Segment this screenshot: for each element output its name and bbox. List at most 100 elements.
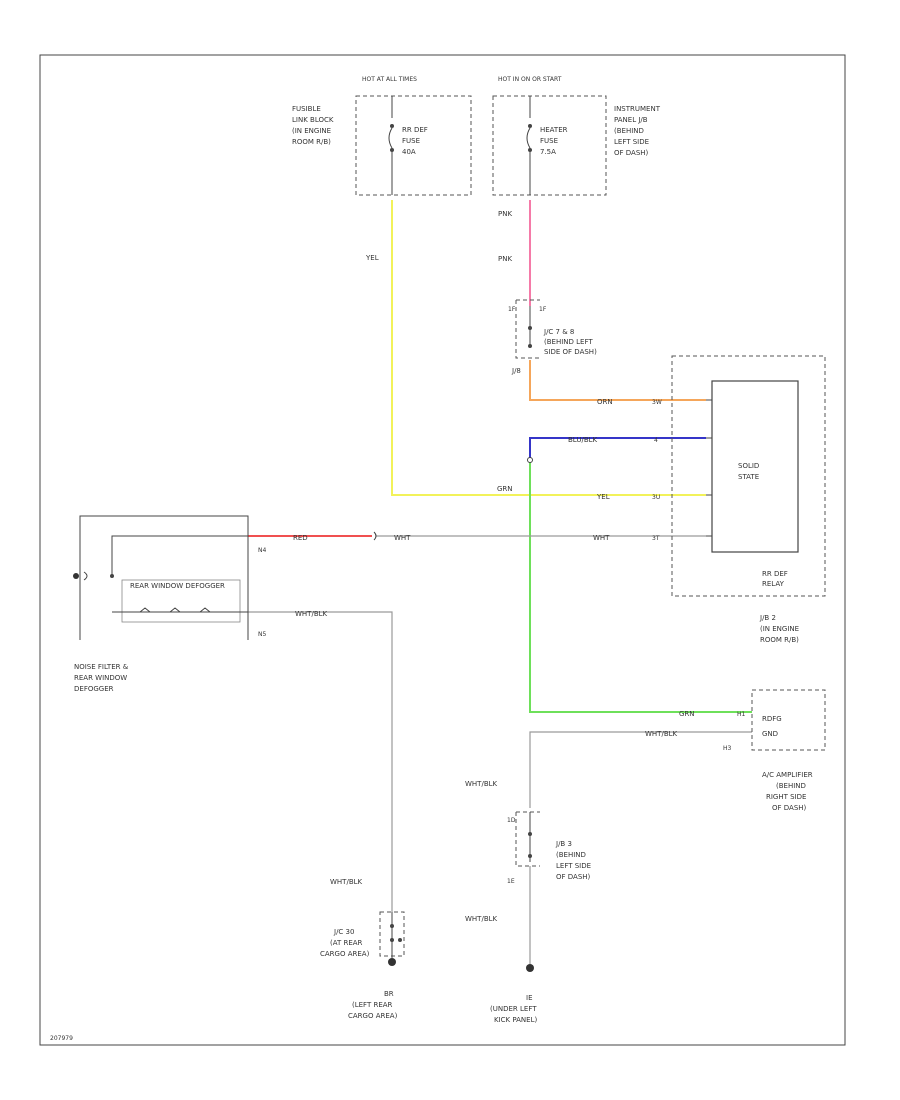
wire-label-wht-mid: WHT — [394, 534, 411, 542]
wire-label-grn-amp: GRN — [679, 710, 695, 718]
wire-label-red: RED — [293, 534, 308, 542]
jb2-label-2: (IN ENGINE — [760, 625, 799, 633]
wire-label-wht-blk-jb3-bot: WHT/BLK — [465, 915, 498, 923]
ground-rear-icon — [388, 958, 396, 966]
wire-orange — [529, 360, 706, 401]
junction-connector-30: J/C 30 (AT REAR CARGO AREA) — [320, 911, 405, 958]
wire-label-blu: BLU/BLK — [568, 436, 598, 444]
ground-kick-icon — [526, 964, 534, 972]
wire-label-wht-blk-defog: WHT/BLK — [295, 610, 328, 618]
amp-label-2: (BEHIND — [776, 782, 806, 790]
fuse-rr-def-label-2: LINK BLOCK — [292, 116, 334, 124]
ground-rear-id: BR — [384, 990, 394, 998]
amp-label-1: A/C AMPLIFIER — [762, 771, 813, 779]
amp-label-4: OF DASH) — [772, 804, 807, 812]
defogger-name: REAR WINDOW DEFOGGER — [130, 582, 225, 590]
fuse-rr-def-text-1: RR DEF — [402, 126, 428, 134]
defogger-ground-dot-icon — [73, 573, 79, 579]
jc78-label-3: SIDE OF DASH) — [544, 348, 597, 356]
amp-inner-2: GND — [762, 730, 778, 738]
rr-def-relay: SOLID STATE 3W 4 3U 3T RR DEF RELAY J/B … — [652, 355, 826, 644]
wire-label-orn: ORN — [597, 398, 613, 406]
diagram-frame — [39, 54, 846, 1046]
jc78-label-1: J/C 7 & 8 — [543, 328, 574, 336]
fuse-heater-label-1: INSTRUMENT — [614, 105, 661, 113]
fuse-heater-label-4: LEFT SIDE — [614, 138, 649, 146]
wire-label-wht-blk-amp: WHT/BLK — [645, 730, 678, 738]
fuse-box-heater: HOT IN ON OR START INSTRUMENT PANEL J/B … — [492, 76, 661, 196]
jc78-label-2: (BEHIND LEFT — [544, 338, 593, 346]
amp-pin-h1: H1 — [737, 711, 746, 718]
defogger-pin-n5: N5 — [258, 631, 266, 638]
jc30-label-2: (AT REAR — [330, 939, 363, 947]
fuse-heater-label-5: OF DASH) — [614, 149, 649, 157]
relay-pin-3u: 3U — [652, 494, 660, 501]
jc78-pin-1: 1F — [508, 306, 516, 313]
fuse-heater-text-3: 7.5A — [540, 148, 556, 156]
wire-label-yel-relay: YEL — [596, 493, 610, 501]
wire-blue — [529, 437, 706, 458]
jb2-label-1: J/B 2 — [759, 614, 776, 622]
relay-name-1: RR DEF — [762, 570, 788, 578]
defogger-pin-n4: N4 — [258, 547, 266, 554]
ground-kick-label-2: KICK PANEL) — [494, 1016, 537, 1024]
relay-name-2: RELAY — [762, 580, 785, 588]
relay-pin-3t: 3T — [652, 535, 660, 542]
ground-rear-label-1: (LEFT REAR — [352, 1001, 393, 1009]
jb3-pin-1d: 1D — [507, 817, 516, 824]
relay-inner-1: SOLID — [738, 462, 759, 470]
wire-label-wht-blk-jb3-top: WHT/BLK — [465, 780, 498, 788]
fuse-heater-label-3: (BEHIND — [614, 127, 644, 135]
ac-amplifier: H1 H3 RDFG GND A/C AMPLIFIER (BEHIND RIG… — [723, 689, 826, 812]
wire-label-wht-relay: WHT — [593, 534, 610, 542]
junction-block-3: 1D 1E J/B 3 (BEHIND LEFT SIDE OF DASH) — [507, 811, 591, 885]
wire-label-wht-blk-ground: WHT/BLK — [330, 878, 363, 886]
ground-rear-label-2: CARGO AREA) — [348, 1012, 398, 1020]
jb3-label-2: (BEHIND — [556, 851, 586, 859]
wire-yellow — [391, 200, 706, 496]
relay-pin-4: 4 — [654, 437, 658, 444]
fuse-heater-label-2: PANEL J/B — [614, 116, 648, 124]
defogger-label-3: DEFOGGER — [74, 685, 114, 693]
ground-kick-label-1: (UNDER LEFT — [490, 1005, 537, 1013]
relay-inner-2: STATE — [738, 473, 759, 481]
wire-label-yel: YEL — [365, 254, 379, 262]
fuse-rr-def-header: HOT AT ALL TIMES — [362, 76, 417, 83]
fuse-heater-text-2: FUSE — [540, 137, 558, 145]
jb3-label-1: J/B 3 — [555, 840, 572, 848]
jb3-pin-1e: 1E — [507, 878, 515, 885]
amp-inner-1: RDFG — [762, 715, 782, 723]
fuse-rr-def-label-1: FUSIBLE — [292, 105, 321, 113]
jc78-bottom: J/8 — [511, 367, 521, 375]
amp-label-3: RIGHT SIDE — [766, 793, 806, 801]
solid-state-relay-box — [711, 380, 799, 553]
wire-white-black-defogger — [248, 611, 393, 912]
defogger-heater-grid-icon — [139, 607, 211, 613]
rear-window-defogger: REAR WINDOW DEFOGGER N4 N5 NOISE FILTER … — [73, 515, 266, 693]
fuse-heater-text-1: HEATER — [540, 126, 568, 134]
relay-pin-3w: 3W — [652, 399, 662, 406]
wire-label-pnk-mid: PNK — [498, 255, 512, 263]
jb3-label-3: LEFT SIDE — [556, 862, 591, 870]
ground-kick-id: IE — [526, 994, 533, 1002]
fuse-box-rr-def: HOT AT ALL TIMES FUSIBLE LINK BLOCK (IN … — [292, 76, 472, 196]
ground-kick-panel: IE (UNDER LEFT KICK PANEL) — [490, 964, 537, 1024]
jc78-pin-2: 1F — [539, 306, 547, 313]
splice-point — [527, 457, 533, 463]
junction-connector-7-8: 1F 1F J/C 7 & 8 (BEHIND LEFT SIDE OF DAS… — [508, 299, 597, 375]
jc30-label-3: CARGO AREA) — [320, 950, 370, 958]
wire-label-pnk-top: PNK — [498, 210, 512, 218]
jb2-label-3: ROOM R/B) — [760, 636, 799, 644]
inline-connector — [373, 531, 377, 541]
amp-pin-h3: H3 — [723, 745, 732, 752]
wire-green — [529, 462, 752, 713]
fuse-rr-def-label-4: ROOM R/B) — [292, 138, 331, 146]
ground-rear-cargo: BR (LEFT REAR CARGO AREA) — [348, 958, 398, 1020]
fuse-rr-def-label-3: (IN ENGINE — [292, 127, 331, 135]
wire-label-grn-mid: GRN — [497, 485, 513, 493]
figure-id: 207979 — [50, 1035, 73, 1042]
defogger-label-1: NOISE FILTER & — [74, 663, 129, 671]
defogger-label-2: REAR WINDOW — [74, 674, 127, 682]
jb3-label-4: OF DASH) — [556, 873, 591, 881]
